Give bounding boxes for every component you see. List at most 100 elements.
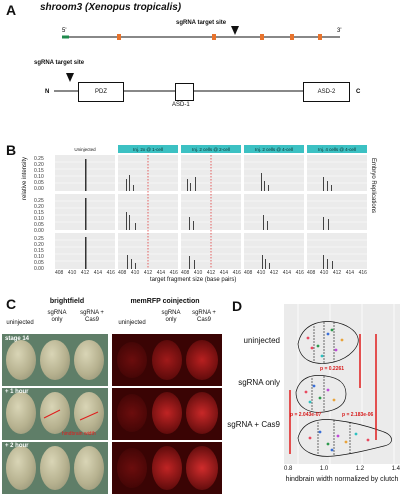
panel-a-label: A (6, 2, 17, 18)
d-xtick: 1.4 (391, 466, 400, 472)
d-xtick: 0.8 (284, 466, 293, 472)
b-xtick: 410 (319, 270, 329, 276)
stage-label-1: stage 14 (5, 336, 30, 342)
b-xtick: 416 (169, 270, 178, 276)
rfp-embryo (186, 446, 218, 490)
pvalue-1: p = 0.2261 (320, 366, 345, 372)
d-xlabel: hindbrain width normalized by clutch (285, 476, 399, 483)
b-xtick: 410 (193, 270, 203, 276)
c-term-label: C (356, 89, 361, 95)
embryo (40, 446, 70, 490)
row-divider (112, 386, 222, 388)
three-prime-label: 3' (337, 28, 341, 34)
c-col-uninjected-bf: uninjected (6, 320, 34, 326)
b-ytick: 0.10 (34, 174, 44, 180)
b-ytick: 0.10 (34, 216, 44, 222)
sgrna-site-bottom-label: sgRNA target site (34, 60, 85, 66)
asd2-label: ASD-2 (317, 89, 336, 95)
rfp-embryo (152, 446, 182, 490)
b-xtick: 414 (156, 270, 166, 276)
stage-label-3: + 2 hour (5, 443, 29, 449)
c-col-uninjected-rfp: uninjected (118, 320, 146, 326)
facet-title-4: Inj. 2 cells @ 4-cell (255, 146, 293, 152)
embryo (74, 446, 104, 490)
pdz-domain: PDZ (78, 82, 124, 102)
facet-strip-1: Uninjected (55, 145, 115, 153)
b-xlabel: target fragment size (base pairs) (150, 277, 237, 283)
b-xtick: 412 (206, 270, 216, 276)
brightfield-title: brightfield (49, 298, 85, 305)
embryo (74, 392, 104, 434)
d-group-sgrna: sgRNA only (238, 378, 280, 387)
b-ytick: 0.00 (34, 266, 44, 272)
rfp-embryo (186, 340, 218, 380)
brightfield-image: stage 14 + 1 hour + 2 hour hindbrain wid… (2, 334, 108, 494)
violin-sgrna (295, 375, 347, 413)
rfp-embryo (152, 340, 182, 380)
pvalue-3: p = 2.183e-06 (342, 412, 374, 418)
b-xtick: 408 (181, 270, 190, 276)
embryo (74, 340, 104, 380)
b-xtick: 408 (55, 270, 64, 276)
violin-uninjected (297, 321, 359, 364)
b-xtick: 414 (93, 270, 103, 276)
b-ytick: 0.00 (34, 186, 44, 192)
row-divider (112, 440, 222, 442)
b-xtick: 410 (256, 270, 266, 276)
b-yticks-row1: 0.25 0.20 0.15 0.10 0.05 0.00 (34, 156, 44, 192)
embryo (6, 392, 36, 434)
row-divider (2, 440, 108, 442)
facet-strip-2: Inj. 2x @ 1-cell (118, 145, 178, 153)
b-xtick: 408 (307, 270, 316, 276)
d-xtick: 1.2 (355, 466, 365, 472)
b-xtick: 412 (269, 270, 279, 276)
d-group-uninjected: uninjected (243, 336, 280, 345)
asd2-domain: ASD-2 (303, 82, 350, 102)
b-ytick: 0.15 (34, 248, 44, 254)
measurement-overlay (43, 409, 99, 421)
b-ytick: 0.20 (34, 204, 44, 210)
memrfp-title: memRFP coinjection (130, 298, 200, 305)
stage-label-2: + 1 hour (5, 389, 29, 395)
b-xtick: 408 (118, 270, 127, 276)
b-yticks-row2: 0.25 0.20 0.15 0.10 0.05 0.00 (34, 198, 44, 234)
b-ytick: 0.05 (34, 260, 44, 266)
embryo (6, 446, 36, 490)
exon-4 (290, 34, 294, 40)
b-xtick: 412 (80, 270, 90, 276)
sgrna-arrow-bottom (66, 73, 74, 82)
b-ytick: 0.05 (34, 180, 44, 186)
b-xtick: 416 (106, 270, 115, 276)
row-divider (2, 386, 108, 388)
b-ytick: 0.15 (34, 210, 44, 216)
panel-c-label: C (6, 296, 17, 312)
b-xtick: 412 (332, 270, 342, 276)
b-xtick: 416 (232, 270, 241, 276)
asd1-domain (175, 83, 194, 101)
facet-strip-4: Inj. 2 cells @ 4-cell (244, 145, 304, 153)
exon-5 (318, 34, 322, 40)
d-group-cas9: sgRNA + Cas9 (227, 420, 280, 429)
d-violin-plot (284, 304, 400, 464)
b-xtick: 414 (282, 270, 292, 276)
embryo (6, 340, 36, 380)
c-col-cas9-rfp: sgRNA + Cas9 (192, 310, 216, 323)
b-ytick: 0.10 (34, 254, 44, 260)
hindbrain-width-annotation: hindbrain width (62, 431, 96, 437)
facet-title-1: Uninjected (74, 146, 96, 152)
d-xtick: 1.0 (319, 466, 329, 472)
facet-title-2: Inj. 2x @ 1-cell (133, 146, 163, 152)
b-ytick: 0.20 (34, 162, 44, 168)
c-col-cas9-bf: sgRNA + Cas9 (80, 310, 104, 323)
b-facet-grid (55, 155, 367, 269)
b-ytick: 0.25 (34, 236, 44, 242)
b-yticks-row3: 0.25 0.20 0.15 0.10 0.05 0.00 (34, 236, 44, 272)
b-ylabel: relative intensity (22, 157, 28, 200)
panel-d-label: D (232, 298, 243, 314)
b-peak (85, 159, 87, 191)
b-ytick: 0.05 (34, 222, 44, 228)
violin-cas9 (297, 419, 392, 457)
b-xtick: 414 (219, 270, 229, 276)
pvalue-2: p = 2.043e-07 (290, 412, 322, 418)
